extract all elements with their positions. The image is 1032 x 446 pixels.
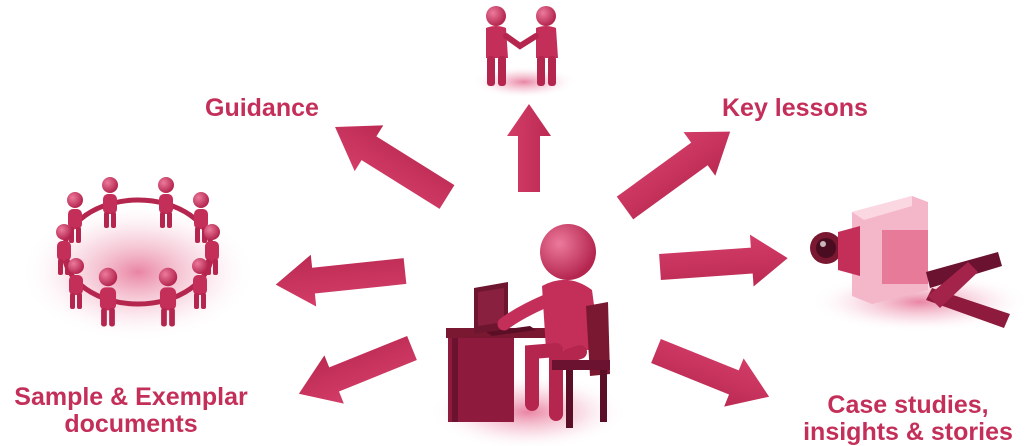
label-case-line1: Case studies, [827,391,989,419]
label-sample-line2: documents [64,410,198,438]
label-sample-line1: Sample & Exemplar [14,383,248,411]
label-case-studies: Case studies, insights & stories [790,392,1026,446]
circle-of-people-icon [20,177,256,342]
handshake-icon [472,6,576,98]
arrow-upper-left [335,125,455,209]
arrow-up [507,104,551,192]
label-key-lessons: Key lessons [722,94,868,122]
arrow-lower-left [298,335,417,404]
video-camera-icon [810,196,1030,332]
arrow-upper-right [616,131,731,220]
label-guidance: Guidance [205,94,319,122]
arrow-lower-right [651,338,770,407]
arrow-left [275,254,407,307]
label-case-line2: insights & stories [803,418,1013,446]
person-at-computer-icon [428,224,628,446]
label-sample-exemplar: Sample & Exemplar documents [8,384,254,438]
arrow-right [659,234,788,287]
